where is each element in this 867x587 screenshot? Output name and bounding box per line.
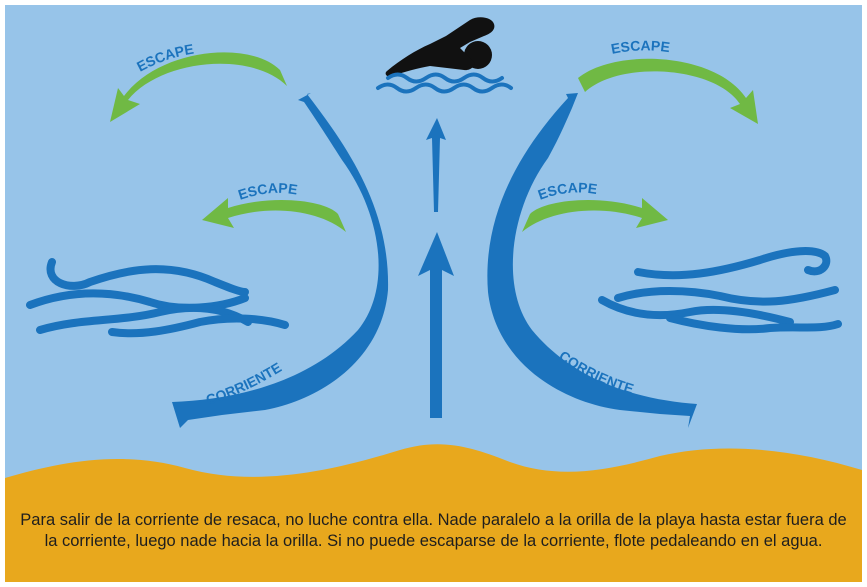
escape-arrow-mid-right [522, 198, 668, 232]
current-arrow-right [487, 93, 697, 428]
waves-right [598, 247, 842, 334]
sand-beach [5, 444, 862, 582]
escape-arrow-mid-left [202, 198, 346, 232]
waves-icon [376, 72, 513, 94]
escape-arrow-top-right [578, 58, 758, 124]
escape-label-top-right-text: ESCAPE [610, 37, 671, 56]
caption-text: Para salir de la corriente de resaca, no… [20, 511, 847, 550]
waves-left [26, 258, 289, 338]
escape-label-top-right: ESCAPE [610, 37, 671, 56]
center-arrow-top [426, 118, 446, 212]
center-arrow-bottom [418, 232, 454, 418]
swimmer-icon [385, 17, 495, 77]
